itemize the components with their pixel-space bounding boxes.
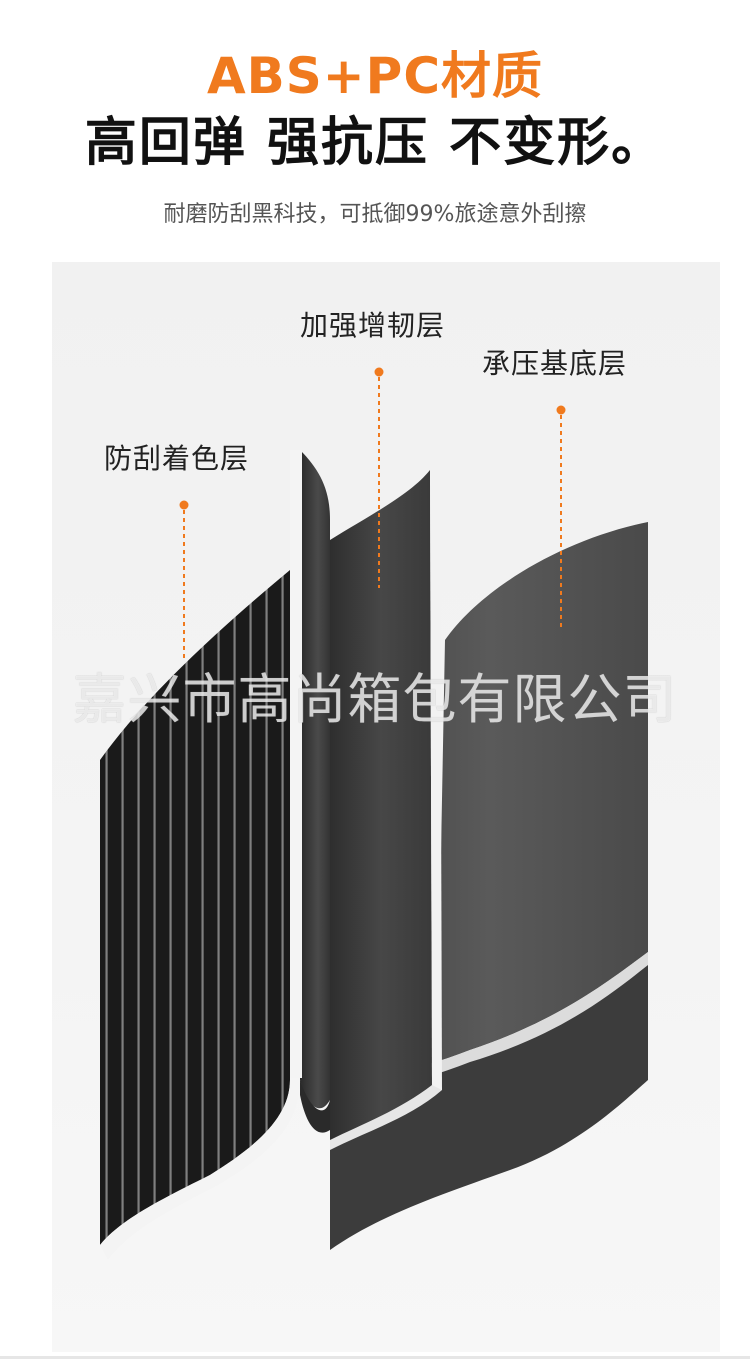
subtitle: 耐磨防刮黑科技，可抵御99%旅途意外刮擦	[163, 202, 587, 227]
middle-layer-label: 加强增韧层	[300, 309, 446, 342]
header: ABS+PC材质 高回弹 强抗压 不变形。 耐磨防刮黑科技，可抵御99%旅途意外…	[0, 0, 750, 250]
middle-layer-pointer	[374, 367, 384, 588]
title-main: ABS+PC材质	[206, 47, 544, 105]
middle-layer-panel	[330, 470, 442, 1150]
bottom-divider	[0, 1356, 750, 1359]
inner-layer-pointer	[556, 405, 566, 628]
inner-layer-label: 承压基底层	[482, 347, 628, 380]
title-sub: 高回弹 强抗压 不变形。	[84, 113, 666, 173]
outer-layer-label: 防刮着色层	[104, 442, 250, 475]
outer-layer-panel	[100, 450, 330, 1260]
outer-layer-pointer	[179, 500, 189, 660]
company-watermark: 嘉兴市高尚箱包有限公司	[72, 668, 678, 731]
